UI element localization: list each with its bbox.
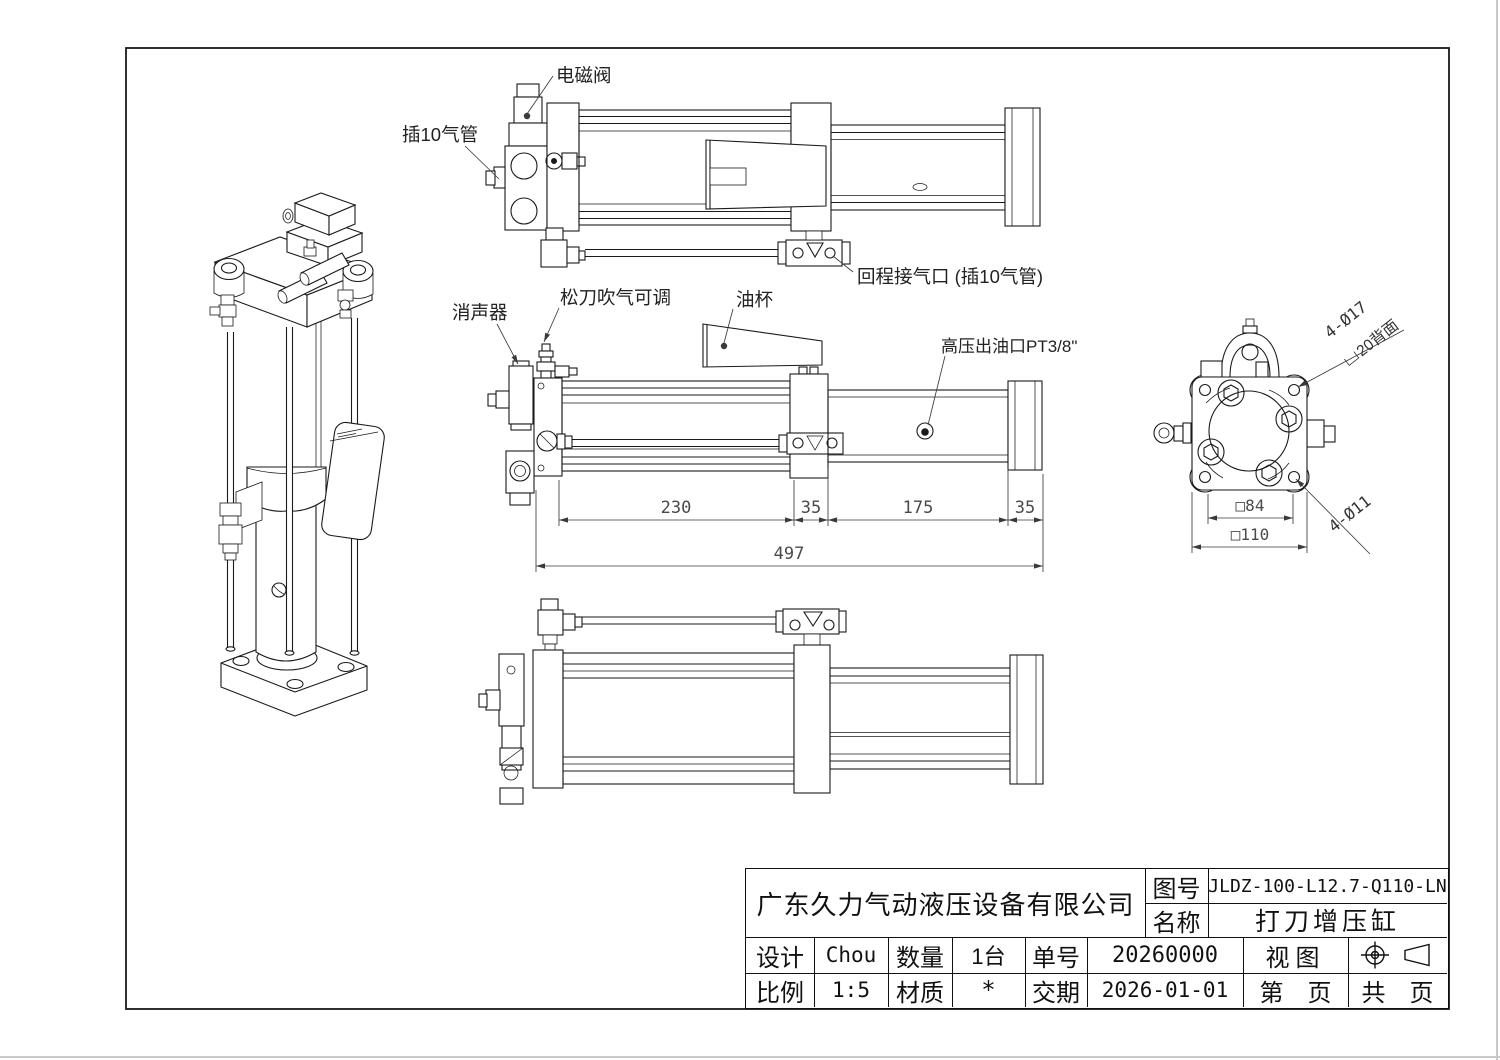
counterbore-icon	[1344, 351, 1360, 366]
qty-value: 1台	[971, 944, 1006, 969]
dim-35b: 35	[1015, 498, 1035, 518]
front-view	[487, 323, 1043, 506]
projection-symbol-cell	[1348, 937, 1447, 973]
order-label: 单号	[1032, 944, 1080, 972]
name-value: 打刀增压缸	[1254, 908, 1400, 936]
designer-value: Chou	[825, 943, 877, 967]
design-label: 设计	[756, 944, 804, 972]
pages-total-cell: 共 页	[1361, 979, 1434, 1007]
label-holes-17-note: 20背面	[1353, 316, 1402, 360]
label-hp-outlet: 高压出油口PT3/8"	[941, 337, 1077, 356]
bottom-view	[478, 598, 1044, 805]
view-label: 视图	[1265, 944, 1326, 972]
first-angle-projection-icon	[1360, 941, 1430, 969]
dim-175: 175	[903, 498, 934, 518]
label-holes-17: 4-Ø17	[1321, 297, 1371, 342]
drawing-frame	[125, 47, 1450, 1010]
top-view	[485, 83, 1041, 268]
material-label: 材质	[896, 979, 944, 1007]
dim-230: 230	[661, 498, 692, 518]
label-blow-adjust: 松刀吹气可调	[560, 287, 671, 308]
page-cell: 第 页	[1259, 979, 1332, 1007]
qty-label: 数量	[896, 944, 944, 972]
drawing-no-value: JLDZ-100-L12.7-Q110-LN	[1208, 875, 1447, 897]
label-muffler: 消声器	[452, 302, 508, 323]
scale-value: 1:5	[832, 978, 870, 1002]
company-name: 广东久力气动液压设备有限公司	[756, 889, 1135, 920]
dim-sq110: □110	[1231, 525, 1270, 544]
drawing-no-label: 图号	[1152, 875, 1201, 903]
page-bottom-edge	[0, 1056, 1500, 1058]
scale-label: 比例	[756, 979, 804, 1007]
title-block: 广东久力气动液压设备有限公司 图号 JLDZ-100-L12.7-Q110-LN…	[745, 868, 1449, 1009]
dimensions: 230 35 175 35 497 □84 □110	[535, 468, 1308, 572]
material-value: *	[981, 976, 996, 1004]
page-right-edge	[1496, 0, 1498, 1060]
label-solenoid-valve: 电磁阀	[556, 65, 612, 86]
dim-sq84: □84	[1236, 496, 1265, 515]
end-view	[1153, 318, 1336, 493]
delivery-label: 交期	[1032, 979, 1080, 1007]
isometric-view	[209, 192, 385, 717]
dim-35a: 35	[801, 498, 821, 518]
label-return-port: 回程接气口 (插10气管)	[857, 266, 1043, 287]
delivery-value: 2026-01-01	[1101, 978, 1229, 1002]
label-oil-cup: 油杯	[736, 289, 774, 310]
order-value: 20260000	[1112, 942, 1218, 968]
name-label: 名称	[1152, 909, 1201, 937]
label-holes-11: 4-Ø11	[1325, 491, 1375, 536]
dim-497: 497	[774, 544, 805, 564]
label-air-tube: 插10气管	[402, 124, 478, 145]
